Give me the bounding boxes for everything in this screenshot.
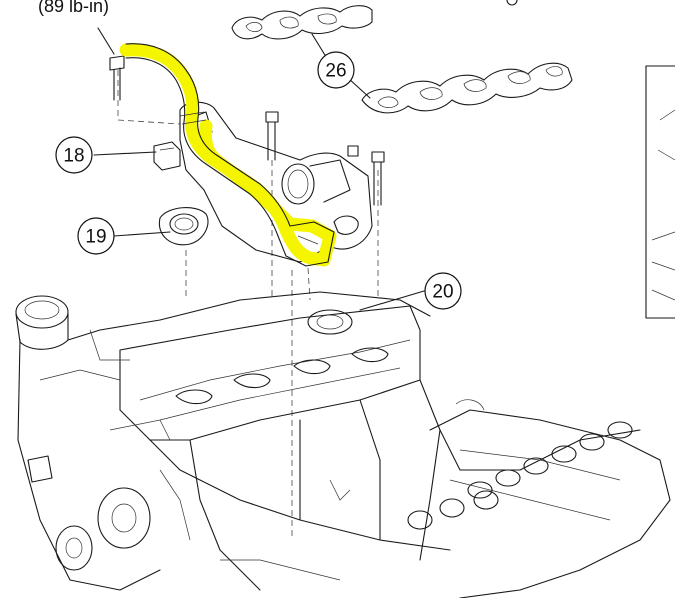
torque-spec-label: (89 lb-in) — [38, 0, 109, 16]
inset-view-frame — [645, 65, 675, 319]
leader-20 — [359, 290, 425, 311]
bolt-icon-2 — [265, 111, 279, 161]
oil-cap-icon — [15, 295, 69, 329]
svg-text:20: 20 — [432, 282, 453, 303]
thermostat-seat — [307, 309, 353, 335]
callout-26: 26 — [317, 51, 355, 89]
fuel-injector-row — [467, 421, 633, 499]
injector-row-2 — [407, 490, 499, 530]
gasket-part-19 — [158, 207, 209, 246]
sensor-connector-icon — [27, 455, 53, 483]
pulley-icon — [55, 487, 151, 571]
svg-text:19: 19 — [85, 227, 106, 248]
svg-text:26: 26 — [325, 61, 346, 82]
engine-block — [15, 291, 671, 598]
partial-fastener-icon — [506, 0, 518, 6]
bolt-icon-3 — [371, 151, 385, 206]
callout-18: 18 — [55, 136, 93, 174]
callout-19: 19 — [77, 217, 115, 255]
sensor-part-18 — [153, 141, 181, 171]
svg-text:18: 18 — [63, 146, 84, 167]
intake-gasket-lower — [361, 62, 573, 114]
leader-19 — [113, 231, 171, 237]
leader-18 — [93, 151, 157, 156]
callout-20: 20 — [424, 272, 462, 310]
bolt-icon — [109, 55, 125, 101]
intake-gasket-upper — [231, 5, 373, 40]
leader-26b — [347, 77, 371, 99]
bolt-icon-4 — [347, 145, 359, 157]
leader-torque — [97, 27, 115, 55]
highlighted-coolant-tube — [119, 43, 337, 267]
